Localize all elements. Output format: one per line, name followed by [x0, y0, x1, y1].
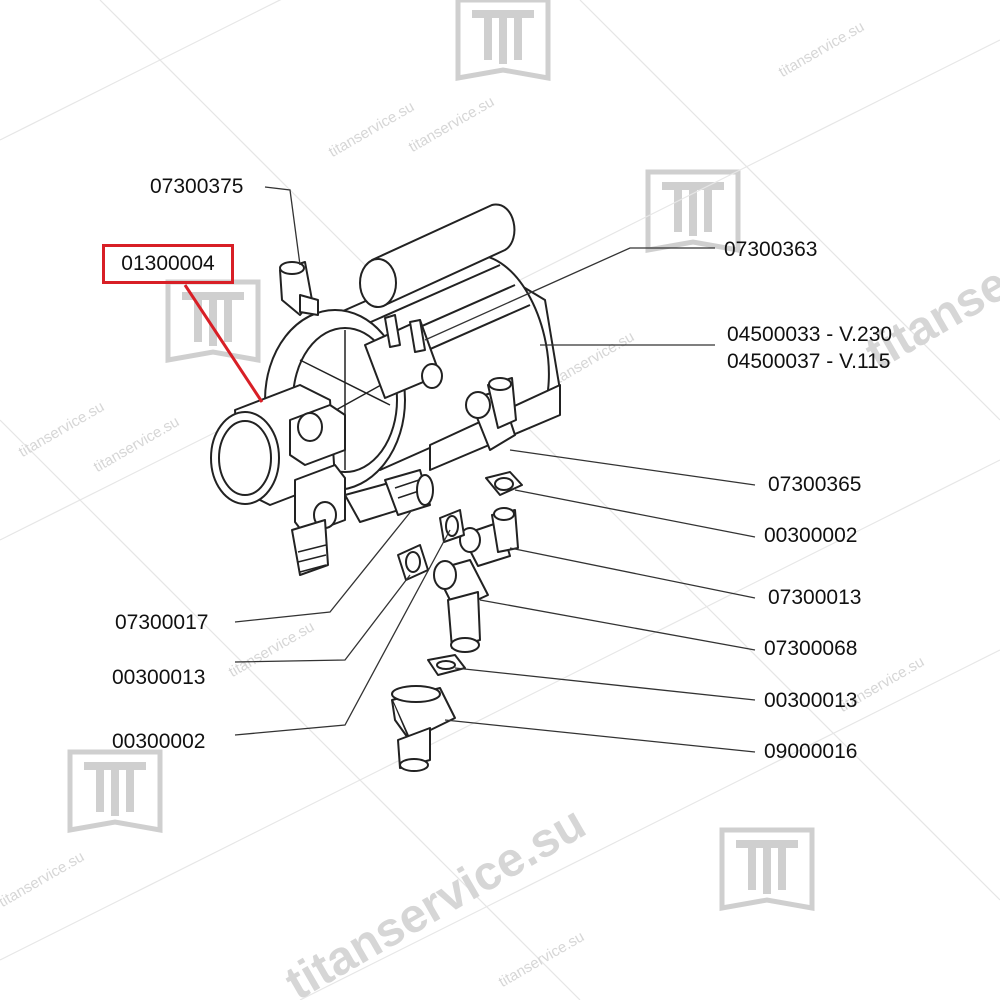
- pump-head: [210, 384, 346, 576]
- part-label[interactable]: 07300365: [768, 473, 862, 496]
- leader-lines: [234, 186, 756, 753]
- part-label[interactable]: 07300363: [724, 238, 818, 261]
- fitting-07300017: [344, 469, 434, 523]
- part-label[interactable]: 07300013: [768, 586, 862, 609]
- elbow-07300375: [279, 261, 319, 316]
- washer-00300002-right: [485, 471, 523, 496]
- elbow-07300013: [459, 507, 519, 567]
- fitting-07300365: [465, 377, 517, 451]
- part-label[interactable]: 00300013: [112, 666, 206, 689]
- valve-09000016: [391, 685, 456, 772]
- tee-07300363: [364, 314, 443, 399]
- washer-00300013-left: [397, 544, 429, 581]
- part-label[interactable]: 09000016: [764, 740, 858, 763]
- highlighted-part-box[interactable]: 01300004: [102, 244, 234, 284]
- part-label[interactable]: 04500037 - V.115: [727, 350, 891, 373]
- part-label[interactable]: 07300375: [150, 175, 244, 198]
- highlight-leader: [183, 284, 264, 403]
- elbow-07300068: [433, 559, 489, 653]
- highlighted-part-label: 01300004: [121, 252, 215, 275]
- washer-00300013-right: [427, 654, 466, 676]
- part-label[interactable]: 07300017: [115, 611, 209, 634]
- capacitor: [359, 203, 516, 308]
- part-label[interactable]: 00300002: [112, 730, 206, 753]
- part-label[interactable]: 04500033 - V.230: [727, 323, 893, 346]
- part-label[interactable]: 00300002: [764, 524, 858, 547]
- washer-00300002-left: [439, 509, 465, 543]
- part-label[interactable]: 07300068: [764, 637, 858, 660]
- part-label[interactable]: 00300013: [764, 689, 858, 712]
